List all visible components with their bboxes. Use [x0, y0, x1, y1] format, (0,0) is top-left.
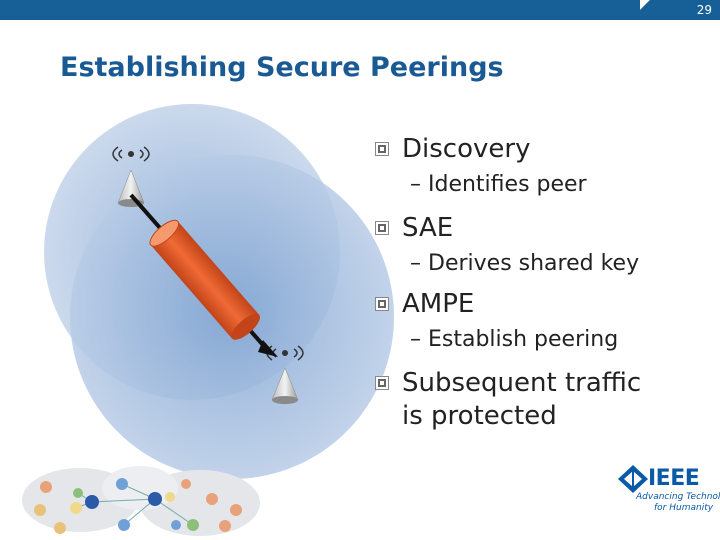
mesh-node [219, 520, 231, 532]
mesh-node [116, 478, 128, 490]
bullet-text: AMPE [402, 289, 475, 319]
bullet-text-continued: is protected [402, 401, 557, 431]
bullet-text: SAE [402, 213, 454, 243]
mesh-node [148, 492, 162, 506]
mesh-node [230, 504, 242, 516]
bullet-icon [375, 221, 389, 235]
mesh-network-thumbnail [22, 466, 260, 536]
mesh-node [171, 520, 181, 530]
ieee-wordmark: IEEE [648, 466, 700, 491]
page-number: 29 [696, 3, 712, 17]
mesh-node [40, 481, 52, 493]
slide-title: Establishing Secure Peerings [60, 52, 504, 83]
mesh-node [85, 495, 99, 509]
sub-bullet-text: – Identifies peer [410, 172, 587, 197]
ieee-tagline: Advancing Technology for Humanity [636, 492, 720, 513]
mesh-node [73, 488, 83, 498]
mesh-node [206, 493, 218, 505]
bullet-icon [375, 297, 389, 311]
mesh-node [70, 502, 82, 514]
sub-bullet-text: – Derives shared key [410, 251, 640, 276]
ieee-logo: IEEE Advancing Technology for Humanity [612, 462, 720, 536]
mesh-node [181, 479, 191, 489]
sub-bullet-text: – Establish peering [410, 327, 619, 352]
top-bar: 29 [0, 0, 720, 22]
bullet-text: Discovery [402, 134, 531, 164]
bullet-text: Subsequent traffic [402, 368, 642, 398]
secure-tunnel [149, 219, 261, 340]
bullet-icon [375, 376, 389, 390]
mesh-node [34, 504, 46, 516]
ieee-kite-icon [618, 465, 648, 493]
bullet-icon [375, 142, 389, 156]
mesh-node [118, 519, 130, 531]
mesh-node [54, 522, 66, 534]
mesh-node [187, 519, 199, 531]
mesh-node [165, 492, 175, 502]
